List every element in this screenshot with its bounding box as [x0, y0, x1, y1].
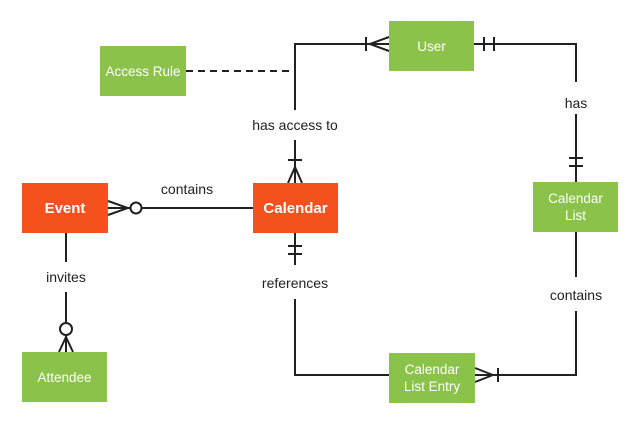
connector-event-invites-attendee: [58, 233, 74, 353]
connector-calendar-references-entry: [288, 233, 389, 376]
entity-attendee-label: Attendee: [37, 369, 92, 385]
connector-user-has-access-to-calendar: [287, 36, 390, 184]
entity-access-rule: Access Rule: [100, 46, 186, 96]
entity-calendar: Calendar: [253, 183, 338, 233]
double-tick-calendar-list-icon: [569, 157, 583, 167]
crows-foot-many-entry-icon: [474, 367, 494, 383]
entity-attendee: Attendee: [22, 352, 107, 402]
connector-event-contains-calendar: [107, 200, 253, 216]
relationship-label-has: has: [562, 95, 590, 111]
entity-event: Event: [22, 183, 108, 233]
entity-calendar-list-entry-label: Calendar List Entry: [403, 362, 461, 394]
relationship-label-invites: invites: [44, 269, 88, 285]
entity-event-label: Event: [44, 199, 86, 217]
entity-calendar-list-entry: Calendar List Entry: [389, 353, 475, 403]
relationship-label-references: references: [259, 275, 331, 291]
entity-calendar-list-label: Calendar List: [548, 191, 603, 223]
crows-foot-many-event-icon: [107, 200, 129, 216]
entity-calendar-label: Calendar: [263, 199, 328, 217]
crows-foot-many-attendee-icon: [58, 336, 74, 353]
crows-foot-many-calendar-icon: [287, 166, 303, 184]
entity-calendar-list: Calendar List: [533, 182, 618, 232]
entity-access-rule-label: Access Rule: [105, 63, 181, 79]
connector-user-has-calendar-list: [474, 37, 583, 182]
crows-foot-many-user-icon: [369, 36, 390, 52]
entity-user: User: [389, 21, 474, 71]
zero-circle-event-icon: [129, 201, 143, 215]
relationship-label-contains-list-entry: contains: [547, 287, 605, 303]
connector-calendar-list-contains-entry: [474, 232, 577, 383]
entity-user-label: User: [417, 38, 446, 54]
relationship-label-has-access-to: has access to: [250, 117, 340, 133]
zero-circle-attendee-icon: [59, 322, 73, 336]
relationship-label-contains-event-calendar: contains: [158, 181, 216, 197]
double-tick-calendar-bottom-icon: [288, 245, 302, 255]
double-tick-user-icon: [483, 37, 495, 51]
